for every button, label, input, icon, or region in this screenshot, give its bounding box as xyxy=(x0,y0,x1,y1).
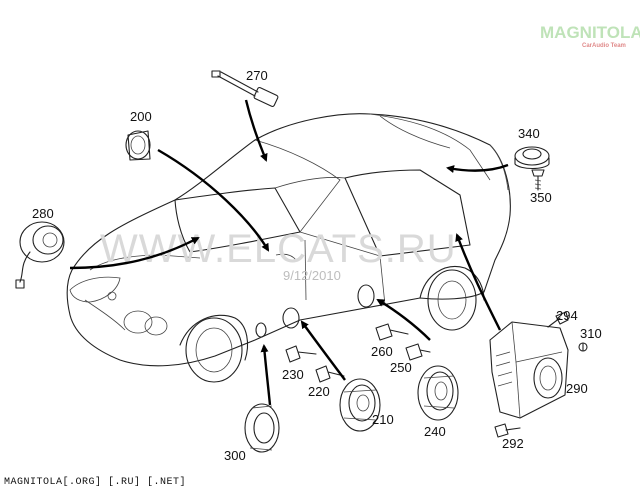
part-230-screw xyxy=(285,345,317,363)
label-280: 280 xyxy=(32,206,54,221)
part-labels: 270 200 340 350 280 294 310 260 250 230 … xyxy=(32,68,602,463)
watermark-site: WWW.ELCATS.RU xyxy=(100,227,457,271)
logo-brand: MAGNITOLA xyxy=(540,23,640,42)
label-294: 294 xyxy=(556,308,578,323)
label-210: 210 xyxy=(372,412,394,427)
label-292: 292 xyxy=(502,436,524,451)
part-200-tweeter xyxy=(125,130,151,161)
part-300-speaker xyxy=(244,403,280,453)
label-220: 220 xyxy=(308,384,330,399)
door-speaker-mount xyxy=(255,284,375,338)
part-240-speaker xyxy=(417,365,459,421)
label-260: 260 xyxy=(371,344,393,359)
label-230: 230 xyxy=(282,367,304,382)
part-292-screw xyxy=(494,423,521,438)
part-340-rear-tweeter xyxy=(514,146,550,170)
label-290: 290 xyxy=(566,381,588,396)
part-350-screw xyxy=(531,169,545,191)
part-310-clip xyxy=(578,342,588,352)
part-280-woofer xyxy=(15,221,65,289)
label-300: 300 xyxy=(224,448,246,463)
label-310: 310 xyxy=(580,326,602,341)
part-260-screw xyxy=(375,323,409,341)
part-290-subwoofer-box xyxy=(489,321,569,419)
part-270-cable xyxy=(211,70,279,107)
pointer-arrows xyxy=(69,99,509,406)
label-350: 350 xyxy=(530,190,552,205)
label-340: 340 xyxy=(518,126,540,141)
label-250: 250 xyxy=(390,360,412,375)
label-240: 240 xyxy=(424,424,446,439)
label-270: 270 xyxy=(246,68,268,83)
watermark-date: 9/12/2010 xyxy=(283,268,341,283)
part-294-screw xyxy=(547,311,569,328)
brand-logo: MAGNITOLA CarAudio Team xyxy=(540,23,640,49)
label-200: 200 xyxy=(130,109,152,124)
logo-subtitle: CarAudio Team xyxy=(582,43,626,49)
car-outline xyxy=(66,113,511,383)
footer-text: MAGNITOLA[.ORG] [.RU] [.NET] xyxy=(4,477,187,488)
part-250-screw xyxy=(405,343,431,361)
part-210-speaker xyxy=(339,378,381,432)
